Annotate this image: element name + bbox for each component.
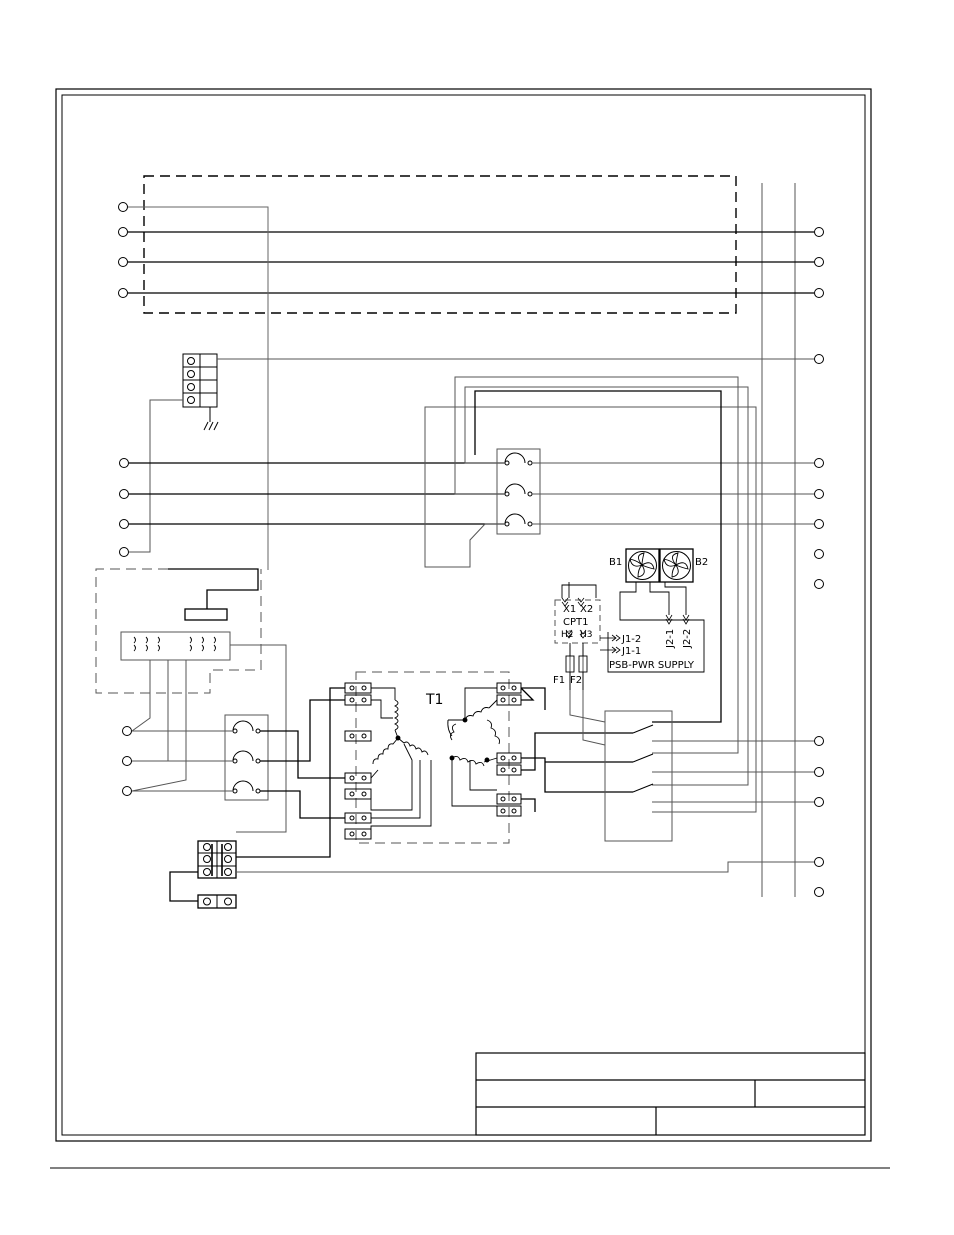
contactor-contacts [134, 637, 216, 651]
title-block [476, 1053, 865, 1135]
fuse-f1-label: F1 [553, 675, 565, 686]
t1-secondary-wires [521, 688, 633, 812]
breaker-input-wires [129, 463, 505, 524]
ground-terminal-block [129, 354, 814, 552]
x2-label: X2 [580, 604, 593, 615]
j1-plug [600, 635, 620, 653]
h3-label: H3 [580, 630, 593, 640]
outer-border [56, 89, 871, 1141]
fuse-f2-label: F2 [570, 675, 582, 686]
j1-2-label: J1-2 [621, 634, 641, 645]
blower-b1-label: B1 [609, 557, 622, 568]
upper-breaker [497, 449, 814, 534]
right-terminals [815, 228, 824, 897]
inner-border [62, 95, 865, 1135]
wire-bottom-right [236, 862, 814, 872]
x1-label: X1 [563, 604, 576, 615]
t1-primary-coils [371, 688, 431, 834]
blower-plug-marks [666, 615, 689, 624]
through-wires [128, 232, 814, 293]
selector-switch [605, 711, 814, 841]
j1-1-label: J1-1 [621, 646, 641, 657]
blower-b2 [660, 549, 693, 582]
bottom-jumper-block [198, 895, 236, 908]
blower-wires [569, 582, 704, 672]
t1-secondary-coils [448, 688, 500, 806]
blower-b1 [626, 549, 659, 582]
blower-b2-label: B2 [695, 557, 708, 568]
cpt-label: CPT1 [563, 617, 588, 628]
j2-1-label: J2-1 [665, 629, 676, 649]
bottom-wires [170, 872, 198, 901]
t1-left-terminals [345, 683, 371, 839]
contactor-block [121, 632, 230, 660]
supply-label: PSB-PWR SUPPLY [609, 660, 695, 671]
transformer-label: T1 [425, 692, 443, 708]
contactor-wires [132, 645, 286, 832]
left-terminals [119, 203, 132, 796]
bottom-terminal-block [198, 841, 236, 878]
breaker-loop-wires [425, 377, 756, 812]
dashed-enclosure-lower [96, 569, 261, 693]
j2-2-label: J2-2 [682, 629, 693, 649]
h2-label: H2 [561, 630, 574, 640]
wire-to-relay [168, 569, 258, 609]
relay-coil [185, 609, 227, 620]
